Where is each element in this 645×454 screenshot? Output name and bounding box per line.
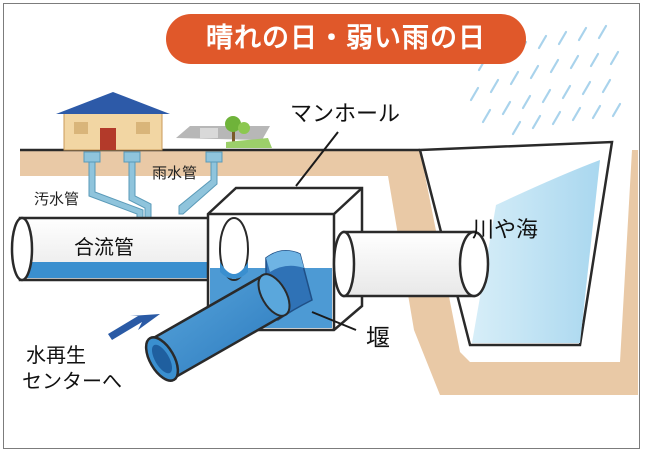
plant-outflow-pipe <box>144 273 291 382</box>
frame-border <box>3 3 640 449</box>
river-sea-label: 川や海 <box>472 218 538 243</box>
manhole-label: マンホール <box>290 102 400 127</box>
to-plant-label-line1: 水再生 <box>26 343 86 367</box>
manhole-leader-line <box>295 131 339 187</box>
flow-arrow-icon <box>108 314 160 340</box>
rain-pipe-label: 雨水管 <box>152 164 197 182</box>
combined-pipe-label: 合流管 <box>74 235 134 259</box>
building-icon <box>176 126 270 140</box>
tree-icon <box>225 116 272 148</box>
to-plant-label-line2: センターへ <box>22 369 122 393</box>
ground-band <box>20 150 638 395</box>
rain-icon <box>469 24 622 136</box>
weir-label: 堰 <box>366 324 390 352</box>
branch-pipes <box>83 151 223 219</box>
river-outflow-pipe <box>332 230 490 298</box>
weir-leader-line <box>311 311 357 331</box>
river-water <box>472 160 600 343</box>
sewage-pipe-label: 汚水管 <box>34 190 79 208</box>
house-icon <box>56 92 170 151</box>
title-badge: 晴れの日・弱い雨の日 <box>166 14 526 64</box>
combined-pipe <box>10 216 238 282</box>
